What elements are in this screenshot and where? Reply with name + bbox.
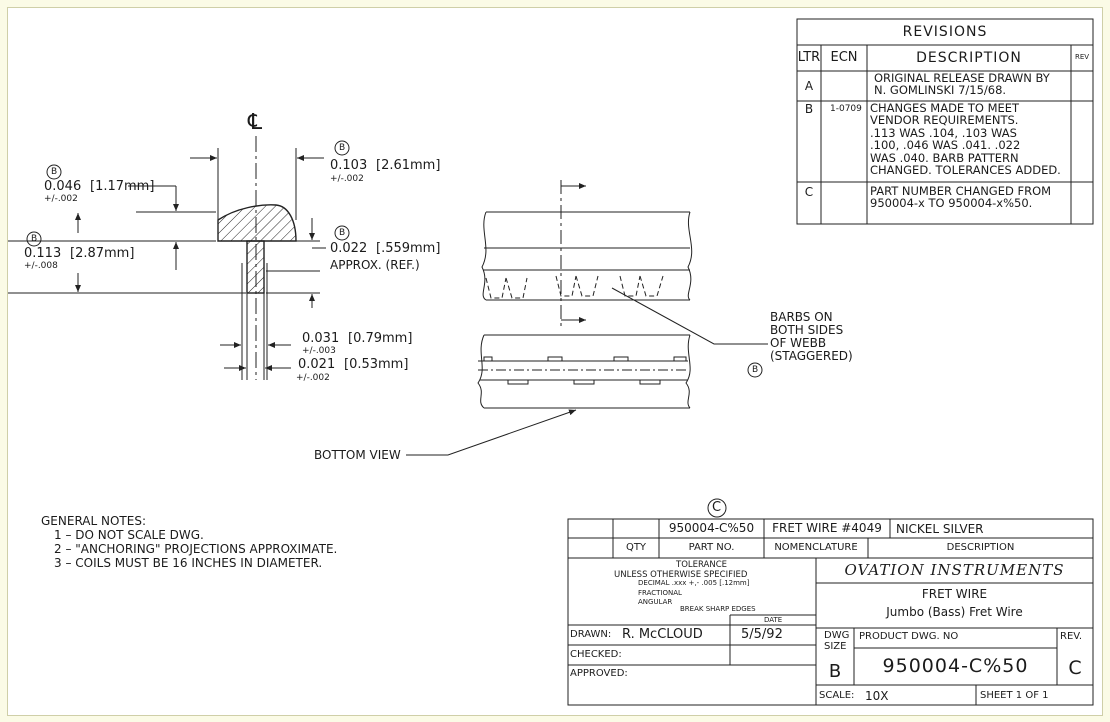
sheet-label: SHEET 1 OF 1 bbox=[980, 690, 1049, 701]
rev-marker-b3: B bbox=[31, 234, 38, 244]
revision-row-c-ltr: C bbox=[804, 184, 814, 199]
nomenclature-label: NOMENCLATURE bbox=[774, 541, 858, 553]
rev-marker-b1: B bbox=[339, 143, 346, 153]
side-break-left bbox=[481, 211, 487, 301]
company-name: OVATION INSTRUMENTS bbox=[844, 560, 1065, 579]
general-note-1: 1 – DO NOT SCALE DWG. bbox=[54, 528, 204, 542]
dim-tang-thickness-metric: [.559mm] bbox=[376, 241, 441, 256]
bottom-view bbox=[406, 287, 768, 456]
dwg-size-label: DWG SIZE bbox=[824, 630, 850, 652]
rev-marker-b4: B bbox=[339, 228, 346, 238]
product-dwg-no-label: PRODUCT DWG. NO bbox=[859, 631, 959, 642]
rev-circle-b3 bbox=[26, 231, 42, 247]
drawn-by: R. McCLOUD bbox=[622, 627, 703, 642]
dim-tang-width-metric: [0.53mm] bbox=[344, 357, 409, 372]
dim-total-height-value: 0.113 bbox=[24, 246, 62, 261]
drawn-date: 5/5/92 bbox=[741, 627, 783, 642]
general-note-3: 3 – COILS MUST BE 16 INCHES IN DIAMETER. bbox=[54, 556, 323, 570]
revisions-header-ecn: ECN bbox=[830, 50, 858, 66]
scale-label: SCALE: bbox=[819, 690, 855, 701]
rev-circle-b5 bbox=[747, 362, 763, 378]
nomenclature-cell: FRET WIRE #4049 bbox=[772, 521, 882, 536]
dim-tang-thickness-note: APPROX. (REF.) bbox=[330, 258, 420, 272]
rev-circle-b1 bbox=[334, 140, 350, 156]
drawing-title-2: Jumbo (Bass) Fret Wire bbox=[886, 604, 1023, 619]
checked-label: CHECKED: bbox=[570, 649, 622, 660]
leader-barbs bbox=[611, 287, 768, 345]
revisions-header-rev: REV bbox=[1074, 53, 1090, 62]
dim-top-width-value: 0.103 bbox=[330, 158, 368, 173]
dim-top-width-tol: +/-.002 bbox=[330, 174, 364, 184]
dim-barb-width-tol: +/-.003 bbox=[302, 346, 336, 356]
drawing-canvas bbox=[8, 18, 1094, 706]
rev-value: C bbox=[1068, 657, 1082, 680]
revisions-title: REVISIONS bbox=[902, 23, 988, 40]
revision-row-b-description: CHANGES MADE TO MEET VENDOR REQUIREMENTS… bbox=[870, 101, 1061, 178]
dim-tang-width-tol: +/-.002 bbox=[296, 373, 330, 383]
tolerance-title: TOLERANCE bbox=[676, 560, 728, 570]
dim-total-height-metric: [2.87mm] bbox=[70, 246, 135, 261]
dim-top-width-metric: [2.61mm] bbox=[376, 158, 441, 173]
side-barbs bbox=[485, 275, 664, 299]
dim-barb-width-value: 0.031 bbox=[302, 331, 340, 346]
tolerance-line1: UNLESS OTHERWISE SPECIFIED bbox=[614, 570, 748, 580]
dim-tang-width-value: 0.021 bbox=[298, 357, 336, 372]
rev-circle-b4 bbox=[334, 225, 350, 241]
general-note-2: 2 – "ANCHORING" PROJECTIONS APPROXIMATE. bbox=[54, 542, 338, 556]
approved-label: APPROVED: bbox=[570, 668, 628, 679]
revision-row-a-description: ORIGINAL RELEASE DRAWN BY N. GOMLINSKI 7… bbox=[874, 71, 1050, 98]
part-no-label: PART NO. bbox=[688, 541, 735, 553]
revisions-header-ltr: LTR bbox=[797, 50, 821, 66]
tolerance-break: BREAK SHARP EDGES bbox=[680, 605, 756, 613]
barbs-note: BARBS ON BOTH SIDES OF WEBB (STAGGERED) bbox=[770, 310, 853, 363]
dwg-number: 950004-C%50 bbox=[882, 654, 1029, 677]
rev-marker-b5: B bbox=[752, 365, 759, 375]
description-cell: NICKEL SILVER bbox=[896, 522, 984, 536]
tolerance-decimal: DECIMAL .xxx +,- .005 [.12mm] bbox=[638, 579, 750, 587]
leader-bottom-view bbox=[406, 409, 577, 456]
revisions-grid bbox=[796, 18, 1094, 225]
qty-label: QTY bbox=[625, 541, 647, 553]
revision-row-a-ltr: A bbox=[804, 78, 814, 93]
description-label: DESCRIPTION bbox=[946, 541, 1015, 553]
dim-head-height-tol: +/-.002 bbox=[44, 194, 78, 204]
fret-cross-section bbox=[8, 136, 326, 380]
drawing-title-1: FRET WIRE bbox=[921, 586, 988, 601]
dim-barb-width-metric: [0.79mm] bbox=[348, 331, 413, 346]
revision-row-c-description: PART NUMBER CHANGED FROM 950004-x TO 950… bbox=[870, 184, 1052, 211]
rev-circle-c bbox=[707, 498, 727, 518]
drawing-sheet: ℄ B B B B B C 0.103 [2.61mm] +/-.002 0.0… bbox=[7, 7, 1103, 716]
rev-circle-b2 bbox=[46, 164, 62, 180]
date-label: DATE bbox=[764, 616, 783, 624]
title-block-grid bbox=[567, 518, 1094, 706]
dwg-size: B bbox=[828, 661, 842, 683]
fret-crown bbox=[217, 204, 297, 242]
rev-marker-b2: B bbox=[51, 167, 58, 177]
bottom-view-label: BOTTOM VIEW bbox=[314, 448, 401, 462]
tolerance-fractional: FRACTIONAL bbox=[638, 589, 682, 597]
scale-value: 10X bbox=[865, 689, 889, 703]
rev-label: REV. bbox=[1060, 631, 1082, 642]
centerline-symbol: ℄ bbox=[248, 110, 263, 135]
part-number-cell: 950004-C%50 bbox=[668, 521, 755, 536]
revision-row-b-ltr: B bbox=[804, 101, 814, 116]
dim-head-height-value: 0.046 bbox=[44, 179, 82, 194]
dim-tang-thickness-value: 0.022 bbox=[330, 241, 368, 256]
general-notes-title: GENERAL NOTES: bbox=[41, 514, 146, 528]
dim-head-height-metric: [1.17mm] bbox=[90, 179, 155, 194]
dim-total-height-tol: +/-.008 bbox=[24, 261, 58, 271]
side-break-right bbox=[687, 211, 693, 301]
tolerance-angular: ANGULAR bbox=[638, 598, 673, 606]
bottom-barbs bbox=[483, 356, 687, 385]
drawn-label: DRAWN: bbox=[570, 629, 612, 640]
side-view bbox=[481, 180, 693, 330]
rev-marker-c: C bbox=[712, 500, 722, 515]
revision-row-b-ecn: 1-0709 bbox=[830, 104, 862, 114]
revisions-header-description: DESCRIPTION bbox=[916, 49, 1022, 66]
